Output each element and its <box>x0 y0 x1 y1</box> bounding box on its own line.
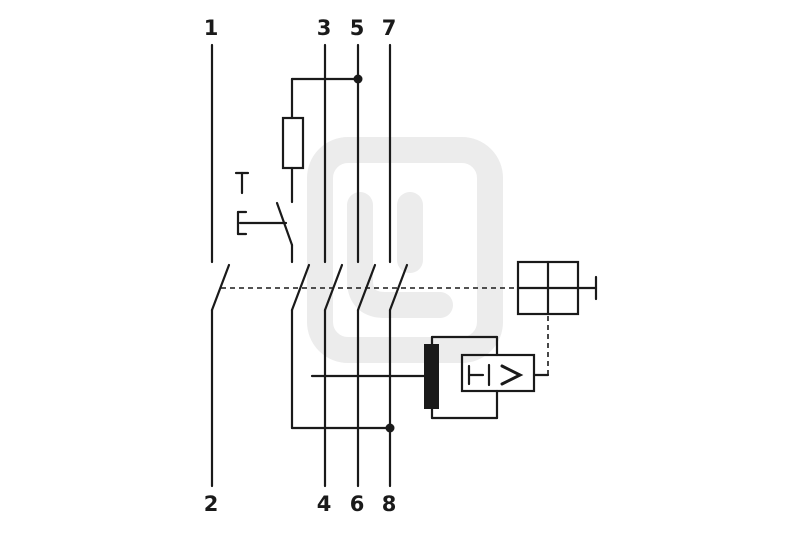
terminal-labels-bottom: 2 4 6 8 <box>204 492 397 516</box>
terminal-label-5: 5 <box>350 16 365 40</box>
terminal-label-3: 3 <box>317 16 332 40</box>
test-contact-lower <box>290 263 311 312</box>
pole-1-2 <box>210 43 231 488</box>
pole-7-8 <box>388 43 409 488</box>
terminal-label-4: 4 <box>317 492 332 516</box>
test-circuit <box>275 74 395 433</box>
trip-mechanism <box>516 260 598 316</box>
current-transformer <box>310 335 499 420</box>
transformer-core <box>424 344 439 409</box>
terminal-label-2: 2 <box>204 492 219 516</box>
amplifier-symbol <box>500 364 524 386</box>
switch-contact-1 <box>210 263 231 312</box>
terminal-label-6: 6 <box>350 492 365 516</box>
terminal-label-8: 8 <box>382 492 397 516</box>
junction-dot-bottom <box>385 423 395 433</box>
terminal-label-7: 7 <box>382 16 397 40</box>
test-button-symbol <box>234 171 288 236</box>
terminal-labels-top: 1 3 5 7 <box>204 16 397 40</box>
terminal-label-1: 1 <box>204 16 219 40</box>
test-resistor <box>281 116 305 170</box>
switch-contact-7 <box>388 263 409 312</box>
junction-dot-top <box>353 74 363 84</box>
watermark-logo <box>307 137 503 363</box>
detection-relay <box>460 314 550 393</box>
